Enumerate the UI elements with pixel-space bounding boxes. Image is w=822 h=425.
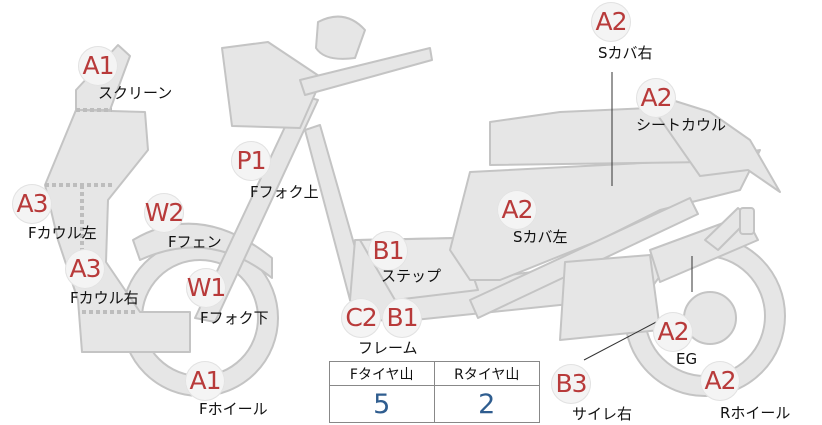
- seat-cowl: [639, 89, 781, 193]
- damage-badge-fork-lower: W1: [186, 268, 226, 308]
- damage-badge-fork-upper: P1: [231, 141, 271, 181]
- tire-tread-table: Fタイヤ山 Rタイヤ山 5 2: [329, 361, 540, 423]
- label-screen: スクリーン: [98, 84, 173, 102]
- rear-tread-value: 2: [478, 388, 496, 420]
- label-rwheel: Rホイール: [720, 404, 791, 422]
- label-fork-lower: Fフォク下: [200, 309, 269, 327]
- damage-badge-c2: C2: [341, 298, 381, 338]
- swingarm: [469, 197, 699, 319]
- label-frame: フレーム: [358, 339, 418, 357]
- mirror: [315, 15, 366, 60]
- damage-badge-screen: A1: [78, 46, 118, 86]
- label-fwheel: Fホイール: [199, 400, 268, 418]
- damage-badge-scover-right: A2: [591, 2, 631, 42]
- damage-badge-muffler: B3: [551, 364, 591, 404]
- damage-badge-fcowl-left: A3: [12, 184, 52, 224]
- damage-badge-seatcowl: A2: [636, 78, 676, 118]
- rear-brake: [739, 207, 755, 235]
- label-scover-right: Sカバ右: [598, 44, 653, 62]
- front-cowl: [44, 109, 191, 353]
- damage-badge-fwheel: A1: [185, 361, 225, 401]
- label-muffler-right: サイレ右: [572, 405, 633, 423]
- damage-badge-eg: A2: [653, 312, 693, 352]
- engine-case: [559, 254, 661, 341]
- label-seatcowl: シートカウル: [636, 116, 727, 134]
- rear-tread-header: Rタイヤ山: [434, 362, 539, 386]
- headlight-block: [221, 41, 323, 129]
- muffler-pointer: [583, 319, 661, 361]
- front-tread-value: 5: [330, 386, 435, 422]
- label-fcowl-left: Fカウル左: [28, 224, 97, 242]
- label-ffender: Fフェン: [168, 233, 222, 251]
- label-fcowl-right: Fカウル右: [70, 289, 139, 307]
- damage-badge-scover-left: A2: [497, 190, 537, 230]
- damage-badge-step: B1: [368, 231, 408, 271]
- label-eg: EG: [676, 350, 698, 368]
- damage-badge-rwheel: A2: [700, 361, 740, 401]
- handlebar: [299, 47, 433, 96]
- label-step: ステップ: [381, 267, 442, 285]
- label-fork-upper: Fフォク上: [250, 183, 319, 201]
- damage-badge-ffender: W2: [144, 193, 184, 233]
- damage-badge-fcowl-right: A3: [65, 249, 105, 289]
- label-scover-left: Sカバ左: [513, 228, 568, 246]
- front-tread-header: Fタイヤ山: [330, 362, 435, 386]
- damage-badge-frame: B1: [382, 298, 422, 338]
